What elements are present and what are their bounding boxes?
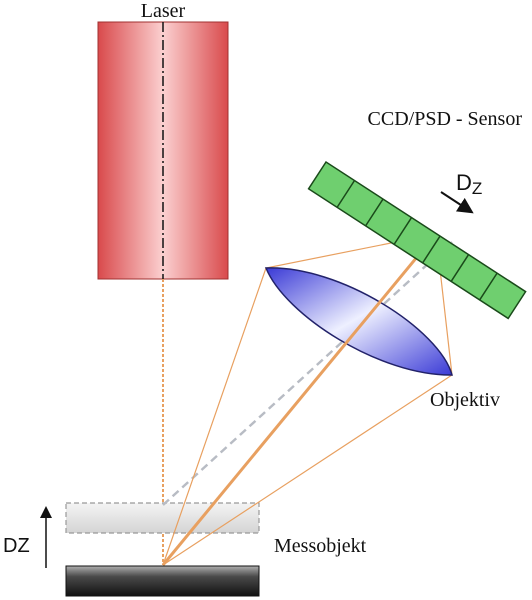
shift-arrow-icon xyxy=(440,191,474,214)
sensor-shift-sub: Z xyxy=(472,179,482,198)
shifted-reflection-beam xyxy=(162,241,453,506)
sensor-shift-label: DZ xyxy=(456,170,482,198)
reflected-beam xyxy=(161,233,438,566)
laser-label: Laser xyxy=(141,0,186,22)
ccd-sensor xyxy=(307,160,527,320)
sensor-shift-main: D xyxy=(456,170,472,195)
sensor-cell-divider xyxy=(393,217,413,245)
measured-object xyxy=(65,565,260,597)
sensor-cell-divider xyxy=(336,180,356,208)
sensor-cell-divider xyxy=(450,254,470,282)
object-label: Messobjekt xyxy=(274,535,367,557)
sensor-body xyxy=(307,160,527,320)
sensor-cell-divider xyxy=(479,272,498,301)
sensor-cell-divider xyxy=(364,198,384,227)
objective-label: Objektiv xyxy=(430,389,500,411)
sensor-cell-divider xyxy=(422,235,441,264)
shifted-object-outline xyxy=(65,502,260,534)
displacement-label: DZ xyxy=(3,535,30,557)
objective-lens xyxy=(264,267,453,376)
sensor-label: CCD/PSD - Sensor xyxy=(368,108,523,130)
